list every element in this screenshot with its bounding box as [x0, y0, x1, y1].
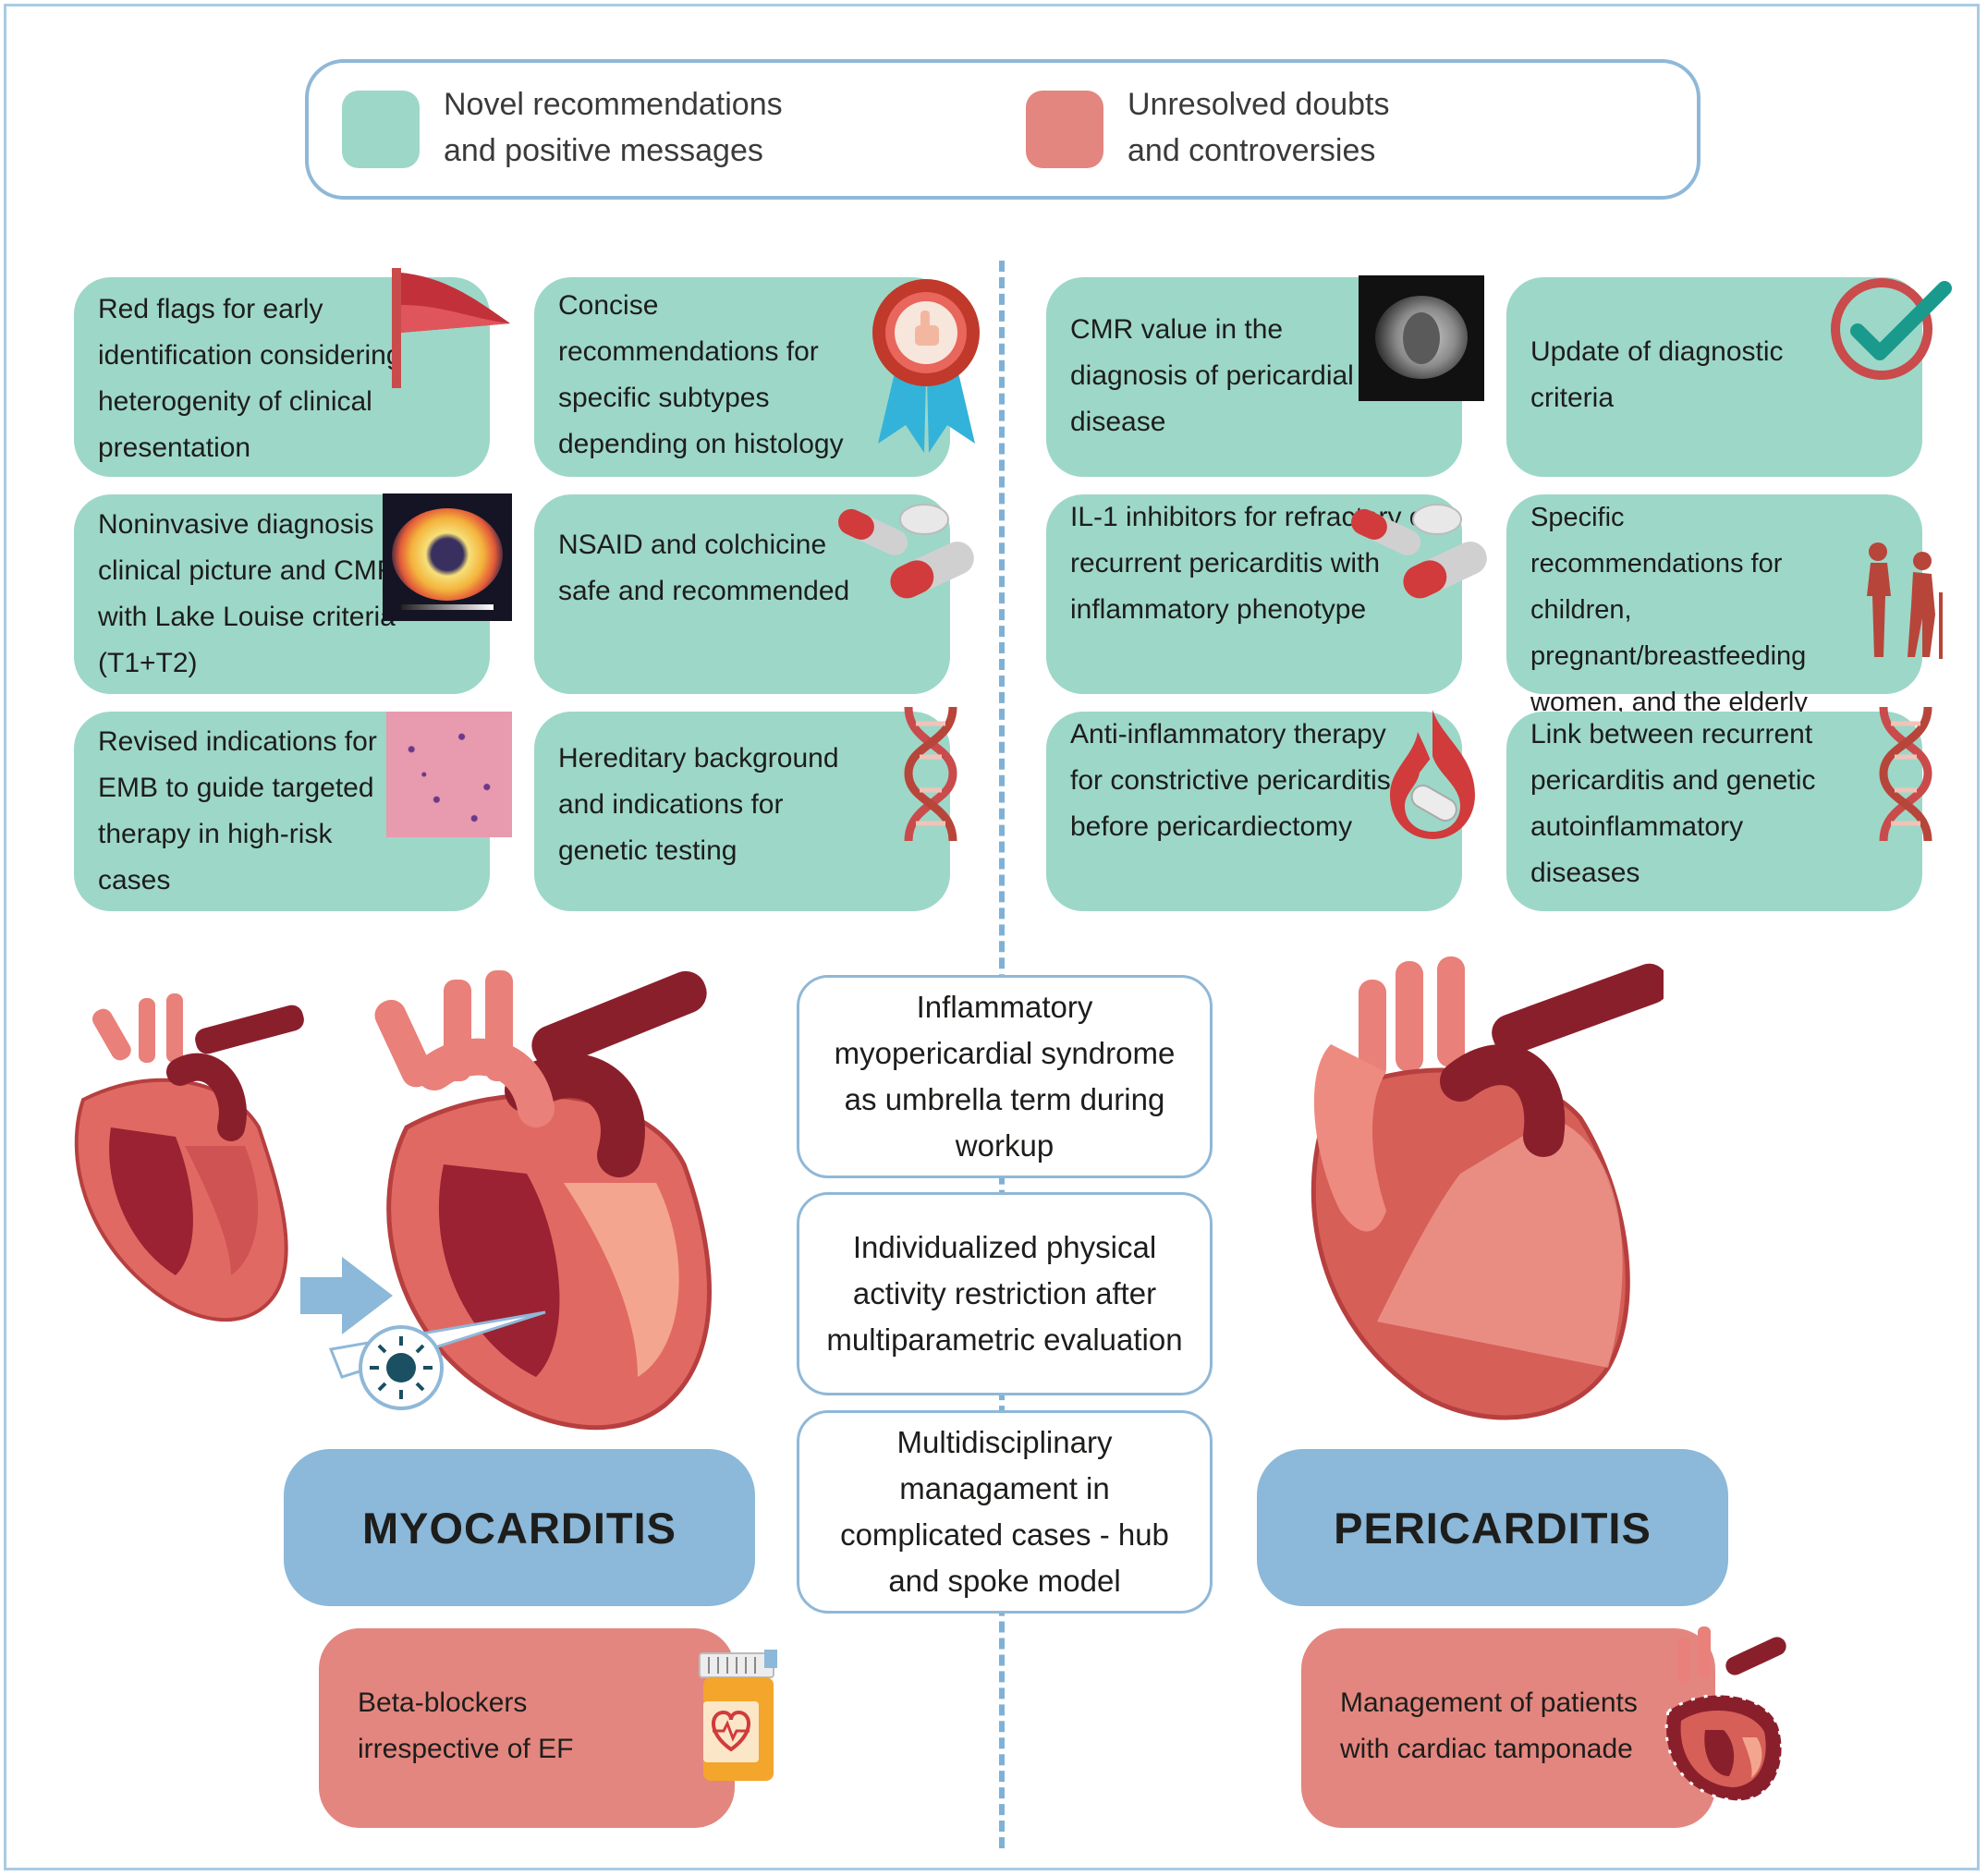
cmr-map-image	[383, 493, 512, 621]
pericarditis-label: PERICARDITIS	[1257, 1449, 1728, 1606]
myocarditis-label: MYOCARDITIS	[284, 1449, 755, 1606]
card-specific-groups: Specific recommendations for children, p…	[1506, 494, 1922, 717]
card-text: Specific recommendations for children, p…	[1530, 503, 1808, 717]
card-text: CMR value in the diagnosis of pericardia…	[1070, 314, 1354, 437]
legend-green-swatch	[342, 91, 420, 168]
card-text: Concise recommendations for specific sub…	[558, 290, 844, 459]
checkmark-icon	[1831, 278, 1952, 380]
flame-pill-icon	[1390, 710, 1475, 839]
legend-novel-label: Novel recommendations and positive messa…	[444, 87, 783, 168]
center-box-text: Individualized physical activity restric…	[826, 1230, 1183, 1357]
center-box-multidisciplinary: Multidisciplinary managament in complica…	[797, 1410, 1213, 1614]
dna-icon	[904, 707, 957, 841]
legend: Novel recommendations and positive messa…	[305, 59, 1701, 200]
card-red-flags: Red flags for early identification consi…	[74, 277, 490, 477]
card-text: Hereditary background and indications fo…	[558, 743, 839, 866]
center-box-text: Inflammatory myopericardial syndrome as …	[834, 990, 1176, 1163]
legend-unresolved-label: Unresolved doubts and controversies	[1128, 87, 1390, 168]
card-anti-inflammatory: Anti-inflammatory therapy for constricti…	[1046, 712, 1462, 911]
card-emb: Revised indications for EMB to guide tar…	[74, 712, 490, 911]
award-ribbon-icon	[872, 279, 980, 453]
figure-frame	[4, 4, 1980, 1870]
card-text: NSAID and colchicine safe and recommende…	[558, 530, 850, 606]
red-flag-icon	[392, 268, 510, 388]
pericarditis-heart-illustration	[1310, 956, 1664, 1420]
card-text: Link between recurrent pericarditis and …	[1530, 719, 1816, 888]
legend-red-swatch	[1026, 91, 1103, 168]
heart-icon	[74, 993, 304, 1322]
pills-icon	[1351, 504, 1487, 599]
myocarditis-heart-illustration	[74, 970, 712, 1431]
card-hereditary: Hereditary background and indications fo…	[534, 712, 950, 911]
center-box-umbrella: Inflammatory myopericardial syndrome as …	[797, 975, 1213, 1178]
card-text: Management of patients with cardiac tamp…	[1340, 1687, 1638, 1764]
heart-icon	[374, 970, 712, 1431]
card-text: Beta-blockers irrespective of EF	[358, 1687, 574, 1764]
histology-image	[386, 712, 512, 837]
card-text: Red flags for early identification consi…	[98, 294, 402, 463]
arrow-icon	[300, 1257, 393, 1334]
pills-icon	[838, 504, 974, 599]
heart-icon	[1310, 956, 1664, 1420]
card-text: Noninvasive diagnosis if clinical pictur…	[98, 509, 397, 678]
card-beta-blockers: Beta-blockers irrespective of EF	[319, 1628, 735, 1828]
center-box-activity: Individualized physical activity restric…	[797, 1192, 1213, 1395]
heart-icon	[1664, 1626, 1786, 1802]
card-text: Revised indications for EMB to guide tar…	[98, 726, 377, 895]
people-icon	[1867, 542, 1943, 659]
cmr-scan-image	[1359, 275, 1484, 401]
card-text: Anti-inflammatory therapy for constricti…	[1070, 719, 1391, 842]
center-box-text: Multidisciplinary managament in complica…	[840, 1425, 1169, 1598]
card-tamponade: Management of patients with cardiac tamp…	[1301, 1628, 1715, 1828]
card-text: Update of diagnostic criteria	[1530, 336, 1784, 413]
medicine-bottle-icon	[699, 1650, 777, 1781]
card-update-criteria: Update of diagnostic criteria	[1506, 277, 1922, 477]
dna-icon	[1879, 707, 1932, 841]
card-link-recurrent: Link between recurrent pericarditis and …	[1506, 712, 1922, 911]
